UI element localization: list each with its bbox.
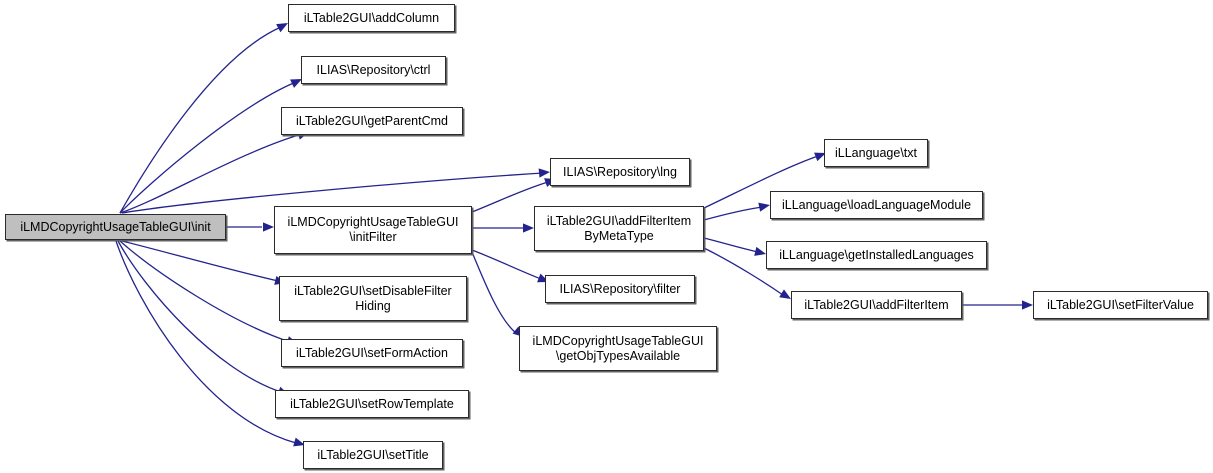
graph-edge-addFilterItemByMetaType-to-loadLanguageModule [703,202,770,221]
graph-node-label: ILIAS\Repository\ctrl [316,62,431,77]
graph-node-ctrl[interactable]: ILIAS\Repository\ctrl [301,56,446,84]
graph-node-addFilterItemByMetaType[interactable]: iLTable2GUI\addFilterItem ByMetaType [534,206,704,251]
graph-node-label: iLTable2GUI\setRowTemplate [290,396,454,411]
graph-edge-init-to-setTitle [115,240,305,447]
graph-edge-init-to-lng [121,168,550,214]
graph-node-filter[interactable]: ILIAS\Repository\filter [545,275,695,303]
arrow-head-icon [779,289,791,299]
arrow-head-icon [538,168,550,178]
graph-node-label: iLLanguage\txt [834,145,917,160]
graph-node-label: iLTable2GUI\getParentCmd [296,113,448,128]
graph-edge-init-to-setRowTemplate [117,240,289,396]
graph-node-setFormAction[interactable]: iLTable2GUI\setFormAction [281,339,463,367]
graph-edge-addFilterItemByMetaType-to-txt [703,152,826,209]
graph-node-label: iLTable2GUI\setDisableFilter Hiding [294,283,452,313]
graph-node-label: iLMDCopyrightUsageTableGUI \initFilter [287,215,459,244]
graph-node-getInstalledLanguages[interactable]: iLLanguage\getInstalledLanguages [766,241,987,269]
graph-node-label: iLTable2GUI\setTitle [317,447,429,462]
graph-edge-initFilter-to-getObjTypesAvailable [471,251,524,337]
arrow-head-icon [276,23,288,33]
arrow-head-icon [758,202,770,212]
graph-edge-init-to-ctrl [119,79,302,214]
graph-edge-initFilter-to-addFilterItemByMetaType [472,223,534,233]
graph-node-init[interactable]: iLMDCopyrightUsageTableGUI\init [5,214,226,240]
graph-node-addFilterItem[interactable]: iLTable2GUI\addFilterItem [791,291,962,319]
graph-node-initFilter[interactable]: iLMDCopyrightUsageTableGUI \initFilter [274,206,472,254]
graph-node-setDisableFilterHiding[interactable]: iLTable2GUI\setDisableFilter Hiding [279,276,467,321]
graph-node-label: ILIAS\Repository\lng [563,164,677,179]
graph-node-addColumn[interactable]: iLTable2GUI\addColumn [288,4,455,32]
graph-edge-init-to-setFormAction [119,240,298,346]
graph-node-label: iLLanguage\getInstalledLanguages [779,247,974,262]
graph-node-setTitle[interactable]: iLTable2GUI\setTitle [303,441,443,469]
graph-node-label: iLMDCopyrightUsageTableGUI \getObjTypesA… [532,333,704,363]
graph-edge-init-to-addColumn [119,23,288,214]
graph-node-label: iLLanguage\loadLanguageModule [781,197,972,212]
graph-edge-initFilter-to-filter [471,249,549,283]
graph-node-label: iLTable2GUI\addColumn [303,10,440,25]
graph-edge-addFilterItemByMetaType-to-getInstalledLanguages [703,237,766,256]
graph-node-setRowTemplate[interactable]: iLTable2GUI\setRowTemplate [275,390,469,418]
graph-edge-addFilterItemByMetaType-to-addFilterItem [703,247,791,299]
graph-node-label: iLTable2GUI\addFilterItem [804,297,949,312]
arrow-head-icon [290,79,302,88]
graph-node-lng[interactable]: ILIAS\Repository\lng [550,158,690,186]
arrow-head-icon [523,223,534,233]
graph-node-label: iLTable2GUI\setFormAction [296,345,448,360]
arrow-head-icon [293,437,305,447]
arrow-head-icon [263,222,274,232]
graph-node-getParentCmd[interactable]: iLTable2GUI\getParentCmd [281,107,463,135]
arrow-head-icon [754,246,766,256]
graph-edge-addFilterItem-to-setFilterValue [962,300,1033,310]
graph-node-loadLanguageModule[interactable]: iLLanguage\loadLanguageModule [770,191,983,219]
arrow-head-icon [814,152,826,162]
graph-node-label: iLTable2GUI\setFilterValue [1047,297,1194,312]
graph-node-setFilterValue[interactable]: iLTable2GUI\setFilterValue [1033,291,1208,319]
arrow-head-icon [1022,300,1033,310]
graph-edge-init-to-initFilter [226,222,274,232]
graph-node-getObjTypesAvailable[interactable]: iLMDCopyrightUsageTableGUI \getObjTypesA… [519,326,717,371]
graph-node-label: iLTable2GUI\addFilterItem ByMetaType [546,213,692,243]
graph-node-label: iLMDCopyrightUsageTableGUI\init [20,219,211,234]
graph-node-txt[interactable]: iLLanguage\txt [824,139,928,167]
graph-node-label: ILIAS\Repository\filter [559,281,681,296]
